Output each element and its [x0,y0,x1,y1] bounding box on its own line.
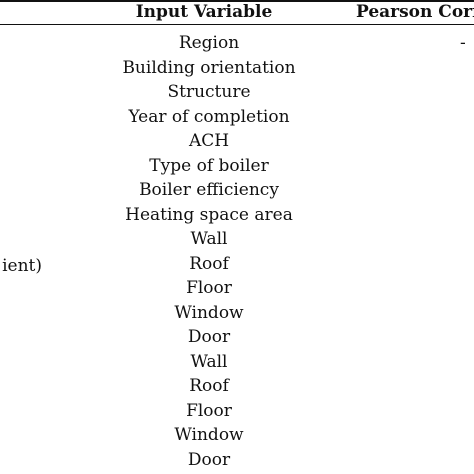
pearson-cell [460,301,474,326]
pearson-cell [460,423,474,448]
pearson-cell [460,374,474,399]
header-input-variable: Input Variable [135,2,273,22]
table-top-rule [0,0,474,2]
pearson-cell [460,178,474,203]
table-row-window-2: Window [174,425,244,445]
pearson-cell [460,203,474,228]
pearson-cell: - [460,33,466,53]
table-row-year-of-completion: Year of completion [128,106,290,127]
table-header-rule [0,24,474,25]
table-row-building-orientation: Building orientation [122,57,296,78]
pearson-cell [460,325,474,350]
pearson-cell [460,276,474,301]
table-row-roof-2: Roof [189,376,229,396]
pearson-cell [460,105,474,130]
pearson-value-column: - [460,31,474,472]
table-row-wall-2: Wall [190,351,228,372]
table-row-floor: Floor [186,278,232,298]
table-row-ach: ACH [188,131,230,151]
table-row-window: Window [174,302,244,323]
table-row-type-of-boiler: Type of boiler [149,155,269,176]
pearson-cell [460,80,474,105]
pearson-cell [460,56,474,81]
pearson-cell [460,129,474,154]
table-row-heating-space-area: Heating space area [125,204,293,225]
table-row-door-2: Door [187,449,231,470]
table-row-roof: Roof [189,253,229,274]
table-row-region: Region [178,33,240,53]
pearson-cell [460,227,474,252]
pearson-cell [460,350,474,375]
pearson-cell [460,399,474,424]
table-row-floor-2: Floor [186,400,232,421]
pearson-cell [460,448,474,473]
pearson-cell [460,252,474,277]
input-variable-column: Region Building orientation Structure Ye… [94,31,324,472]
table-row-wall: Wall [190,229,228,249]
table-row-structure: Structure [167,82,251,102]
table-row-door: Door [187,327,231,347]
pearson-cell [460,154,474,179]
header-pearson-correlation: Pearson Corr [356,2,474,22]
row-group-label: ient) [2,256,42,276]
table-row-boiler-efficiency: Boiler efficiency [139,180,279,200]
